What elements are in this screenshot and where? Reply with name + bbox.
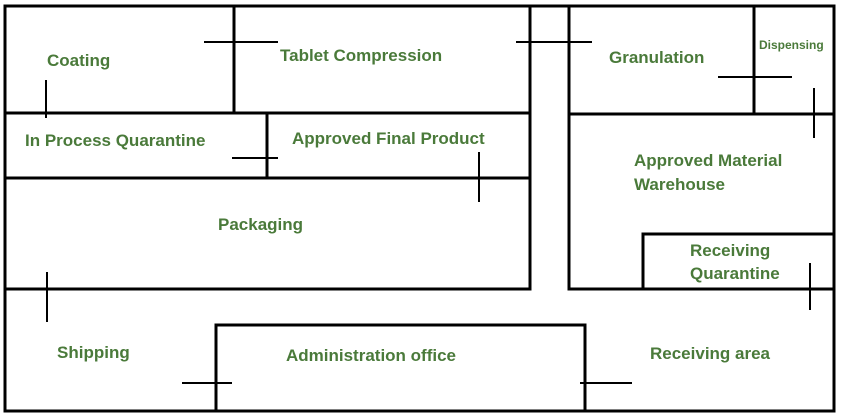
room-label-approved-material-warehouse-line1: Approved Material <box>634 151 782 170</box>
room-label-dispensing: Dispensing <box>759 38 824 52</box>
room-label-receiving-area: Receiving area <box>650 344 771 363</box>
room-label-packaging: Packaging <box>218 215 303 234</box>
outer-wall <box>3 4 836 413</box>
room-label-administration-office: Administration office <box>286 346 456 365</box>
room-label-approved-material-warehouse-line2: Warehouse <box>634 175 725 194</box>
room-label-coating: Coating <box>47 51 110 70</box>
room-label-receiving-quarantine-line1: Receiving <box>690 241 770 260</box>
room-label-approved-final-product: Approved Final Product <box>292 129 485 148</box>
room-label-receiving-quarantine-line2: Quarantine <box>690 264 780 283</box>
room-label-granulation: Granulation <box>609 48 704 67</box>
room-label-in-process-quarantine: In Process Quarantine <box>25 131 205 150</box>
room-label-tablet-compression: Tablet Compression <box>280 46 442 65</box>
room-label-shipping: Shipping <box>57 343 130 362</box>
